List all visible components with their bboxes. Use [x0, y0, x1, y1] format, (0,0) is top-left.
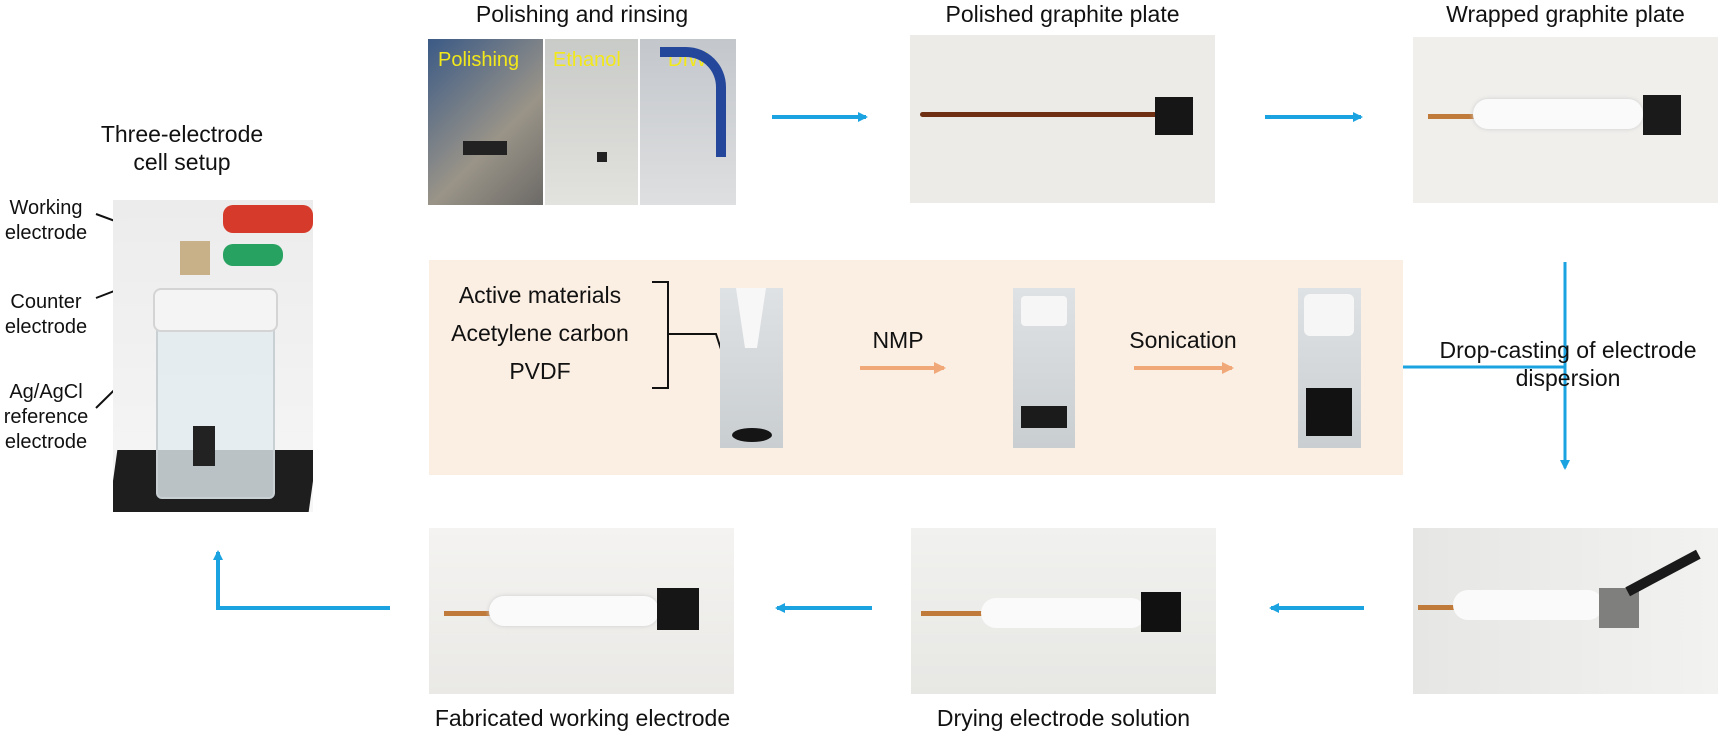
polishing-rinsing-photo: Polishing Ethanol DIW	[428, 39, 736, 205]
cell-photo	[113, 200, 313, 512]
wrapped-plate-title: Wrapped graphite plate	[1446, 1, 1685, 27]
drying-label: Drying electrode solution	[936, 705, 1191, 731]
polishing-subpanel: Polishing	[428, 39, 543, 205]
working-electrode-label: Working electrode	[4, 197, 88, 244]
polished-plate-photo	[910, 35, 1215, 203]
vial-nmp-photo	[1013, 288, 1075, 448]
counter-electrode-label: Counter electrode	[4, 291, 88, 338]
polished-plate-title: Polished graphite plate	[945, 1, 1180, 27]
fabricated-photo	[429, 528, 734, 694]
materials-list: Active materials Acetylene carbon PVDF	[430, 276, 650, 390]
material-pvdf: PVDF	[509, 358, 571, 384]
polishing-label: Polishing	[438, 49, 520, 71]
sonication-label: Sonication	[1129, 327, 1237, 353]
cell-setup-title: Three-electrode cell setup	[100, 121, 264, 175]
wrapped-plate-photo	[1413, 37, 1718, 203]
arrow-fabricated-to-cell	[213, 550, 390, 610]
vial-powder-photo	[720, 288, 783, 448]
drop-casting-label: Drop-casting of electrode dispersion	[1439, 337, 1697, 391]
ethanol-label: Ethanol	[553, 49, 621, 71]
vial-dispersion-photo	[1298, 288, 1361, 448]
nmp-label: NMP	[872, 327, 924, 353]
material-acetylene-carbon: Acetylene carbon	[451, 320, 629, 346]
ethanol-subpanel: Ethanol	[545, 39, 638, 205]
materials-bracket	[652, 281, 669, 389]
material-active: Active materials	[458, 282, 622, 308]
drop-casting-photo	[1413, 528, 1718, 694]
fabricated-label: Fabricated working electrode	[434, 705, 731, 731]
reference-electrode-label: Ag/AgCl reference electrode	[3, 381, 89, 453]
diw-subpanel: DIW	[640, 39, 736, 205]
drying-photo	[911, 528, 1216, 694]
polishing-rinsing-title: Polishing and rinsing	[475, 1, 689, 27]
